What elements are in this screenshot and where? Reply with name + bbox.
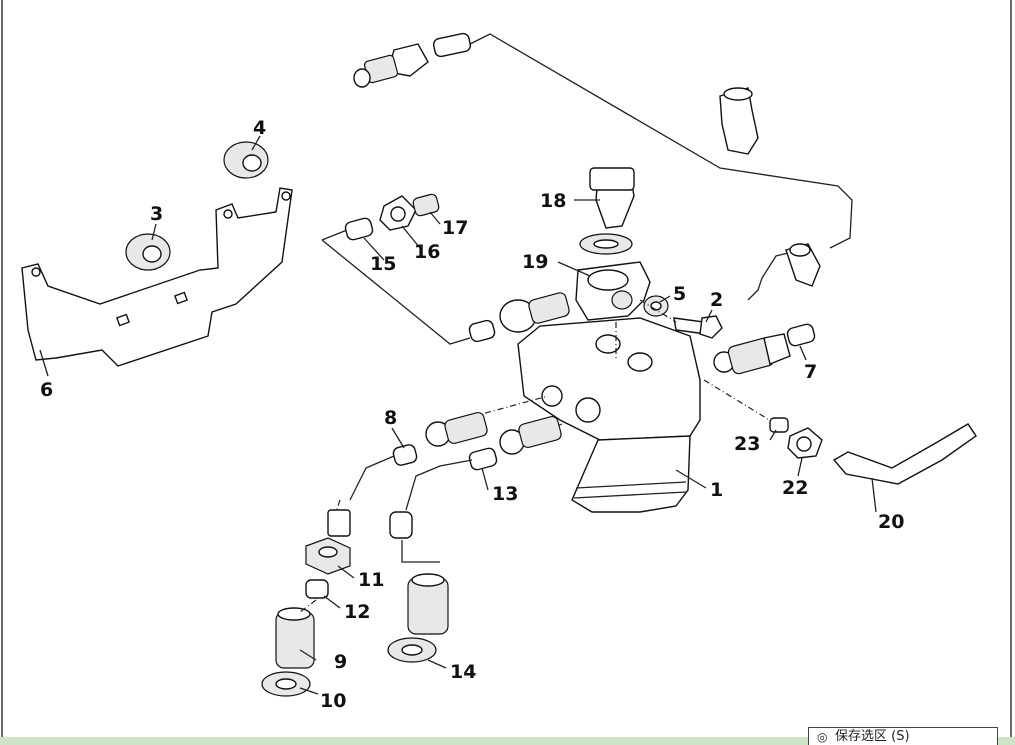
callout-16: 16 [414,241,440,263]
callout-8: 8 [384,407,397,429]
bracket-part-6 [21,187,293,367]
callout-10: 10 [320,690,346,712]
front-fittings-8-13 [349,395,563,511]
callout-5: 5 [673,283,686,305]
callout-9: 9 [334,651,347,673]
callout-6: 6 [40,379,53,401]
callout-20: 20 [878,511,904,533]
callout-7: 7 [804,361,817,383]
callout-labels: 1 2 3 4 5 6 7 8 9 10 11 12 13 14 15 16 1… [40,117,904,712]
callout-14: 14 [450,661,476,683]
lower-mid-stack [387,511,449,663]
callout-19: 19 [522,251,548,273]
lower-left-stack [261,499,351,697]
filter-body-part-1 [517,167,701,513]
callout-22: 22 [782,477,808,499]
leader-lines [39,135,877,695]
grommet-part-3 [125,233,171,271]
callout-11: 11 [358,569,384,591]
callout-12: 12 [344,601,370,623]
callout-3: 3 [150,203,163,225]
top-pipe-assembly [353,32,853,301]
callout-13: 13 [492,483,518,505]
fittings-22-23 [703,379,823,459]
callout-1: 1 [710,479,723,501]
fittings-15-16-17 [321,193,570,345]
callout-17: 17 [442,217,468,239]
bottom-bar [0,737,1015,745]
callout-23: 23 [734,433,760,455]
disc-icon: ◎ [817,730,828,744]
save-selection-button[interactable]: ◎ 保存选区 (S) [808,727,998,745]
fitting-part-7 [713,323,816,375]
callout-18: 18 [540,190,566,212]
save-selection-label: 保存选区 (S) [835,729,910,744]
callout-15: 15 [370,253,396,275]
callout-2: 2 [710,289,723,311]
hose-part-20 [832,423,977,485]
grommet-part-4 [223,141,269,179]
callout-4: 4 [253,117,266,139]
